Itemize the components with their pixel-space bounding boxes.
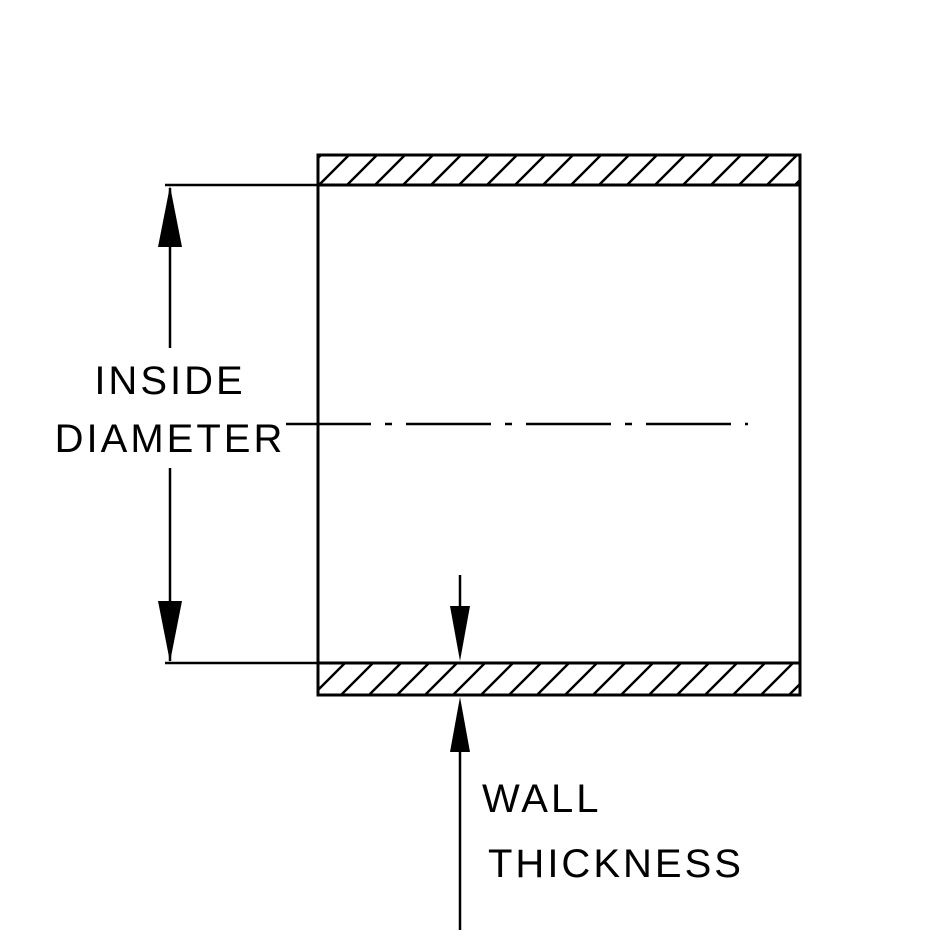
dimension-arrow-up	[158, 186, 182, 247]
inside-diameter-label-line2: DIAMETER	[55, 417, 286, 461]
inside-diameter-label-line1: INSIDE	[94, 359, 245, 403]
bottom-wall-hatch	[319, 664, 799, 694]
dimension-arrow-down	[158, 601, 182, 662]
top-wall-hatch	[319, 156, 799, 184]
wall-thickness-label-line1: WALL	[482, 777, 601, 821]
wall-thickness-arrow-up	[450, 697, 470, 752]
wall-thickness-label-line2: THICKNESS	[488, 842, 744, 886]
wall-thickness-arrow-down	[450, 606, 470, 661]
